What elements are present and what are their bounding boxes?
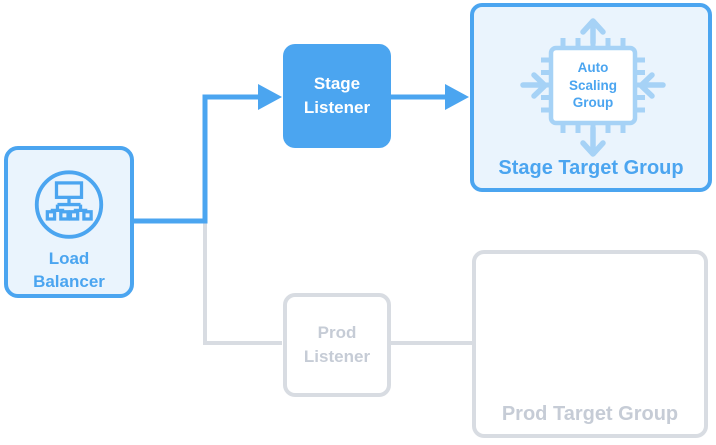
connector-loadbalancer-to-prodlistener (203, 221, 282, 345)
cpu-chip-icon (520, 18, 666, 157)
load-balancer-network-tree-icon (34, 170, 104, 239)
prod-listener-label: Prod Listener (303, 323, 371, 366)
node-stage-target-group: Auto Scaling Group Stage Target Group (470, 3, 712, 192)
auto-scaling-group: Auto Scaling Group (513, 15, 673, 160)
arrowhead-into-stage-listener (258, 84, 282, 110)
stage-listener-label: Stage Listener (303, 74, 371, 117)
scale-in-left-arrow-icon (638, 72, 666, 99)
node-prod-listener: Prod Listener (283, 293, 391, 397)
auto-scaling-group-label: Auto Scaling Group (568, 60, 617, 111)
load-balancer-label: Load Balancer (33, 249, 105, 292)
scale-out-up-arrow-icon (580, 18, 606, 46)
scale-in-right-arrow-icon (520, 72, 548, 99)
prod-target-group-label: Prod Target Group (501, 403, 679, 425)
scale-out-down-arrow-icon (580, 125, 606, 157)
node-load-balancer: Load Balancer (4, 146, 134, 298)
connector-loadbalancer-to-stagelistener (133, 94, 260, 224)
node-prod-target-group: Prod Target Group (472, 250, 708, 438)
arrowhead-into-stage-target-group (445, 84, 469, 110)
stage-target-group-label: Stage Target Group (498, 157, 684, 179)
node-stage-listener: Stage Listener (283, 44, 391, 148)
chip-body (548, 45, 638, 126)
